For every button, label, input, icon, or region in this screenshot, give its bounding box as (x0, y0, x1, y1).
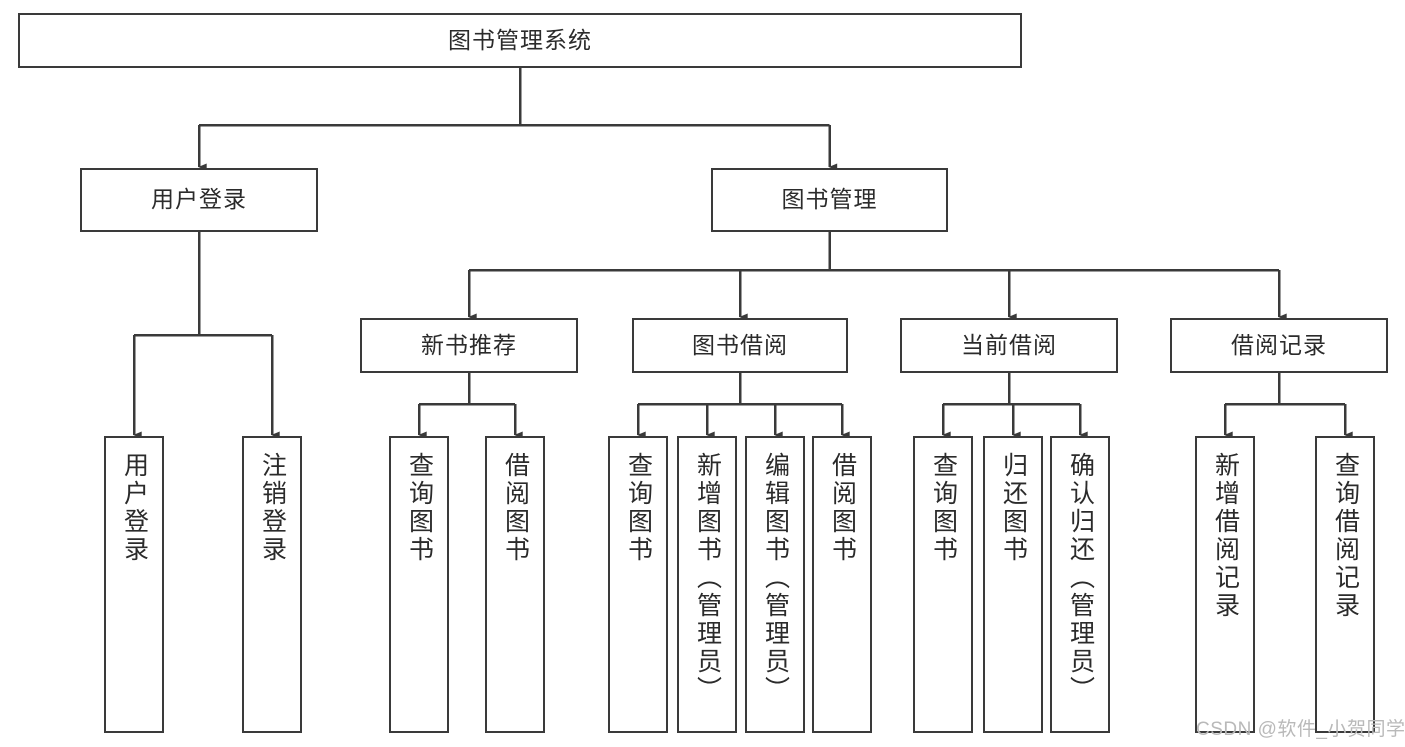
node-label: 查询图书 (929, 452, 958, 564)
node-label: 用户登录 (151, 186, 247, 213)
node-label: 新增借阅记录 (1211, 452, 1240, 620)
node-label: 注销登录 (258, 452, 287, 564)
node-label: 新增图书（管理员） (693, 452, 722, 704)
node-label: 查询借阅记录 (1331, 452, 1360, 620)
node-book-borrow[interactable]: 图书借阅 (632, 318, 848, 373)
node-leaf-query-book-3[interactable]: 查询图书 (913, 436, 973, 733)
node-label: 查询图书 (624, 452, 653, 564)
node-label: 图书借阅 (692, 331, 788, 358)
node-leaf-add-record[interactable]: 新增借阅记录 (1195, 436, 1255, 733)
node-leaf-user-login[interactable]: 用户登录 (104, 436, 164, 733)
node-leaf-query-book-2[interactable]: 查询图书 (608, 436, 668, 733)
watermark-text: CSDN @软件_小贺同学 (1196, 719, 1405, 740)
node-leaf-return-book[interactable]: 归还图书 (983, 436, 1043, 733)
node-root[interactable]: 图书管理系统 (18, 13, 1022, 68)
node-current-borrow[interactable]: 当前借阅 (900, 318, 1118, 373)
node-label: 借阅图书 (501, 452, 530, 564)
node-label: 归还图书 (999, 452, 1028, 564)
node-leaf-borrow-book-2[interactable]: 借阅图书 (812, 436, 872, 733)
node-borrow-record[interactable]: 借阅记录 (1170, 318, 1388, 373)
node-leaf-user-logout[interactable]: 注销登录 (242, 436, 302, 733)
node-leaf-edit-book[interactable]: 编辑图书（管理员） (745, 436, 805, 733)
node-new-book-rec[interactable]: 新书推荐 (360, 318, 578, 373)
node-book-manage[interactable]: 图书管理 (711, 168, 948, 232)
node-label: 用户登录 (120, 452, 149, 564)
node-label: 图书管理 (781, 186, 878, 213)
node-label: 确认归还（管理员） (1066, 452, 1095, 704)
node-label: 图书管理系统 (448, 26, 592, 53)
node-label: 查询图书 (405, 452, 434, 564)
node-label: 借阅记录 (1231, 331, 1327, 358)
node-leaf-query-book-1[interactable]: 查询图书 (389, 436, 449, 733)
node-leaf-add-book[interactable]: 新增图书（管理员） (677, 436, 737, 733)
node-label: 新书推荐 (421, 331, 517, 358)
node-user-login[interactable]: 用户登录 (80, 168, 318, 232)
node-label: 借阅图书 (828, 452, 857, 564)
node-label: 编辑图书（管理员） (761, 452, 790, 704)
node-leaf-borrow-book-1[interactable]: 借阅图书 (485, 436, 545, 733)
node-leaf-query-record[interactable]: 查询借阅记录 (1315, 436, 1375, 733)
node-label: 当前借阅 (961, 331, 1057, 358)
node-leaf-confirm-return[interactable]: 确认归还（管理员） (1050, 436, 1110, 733)
